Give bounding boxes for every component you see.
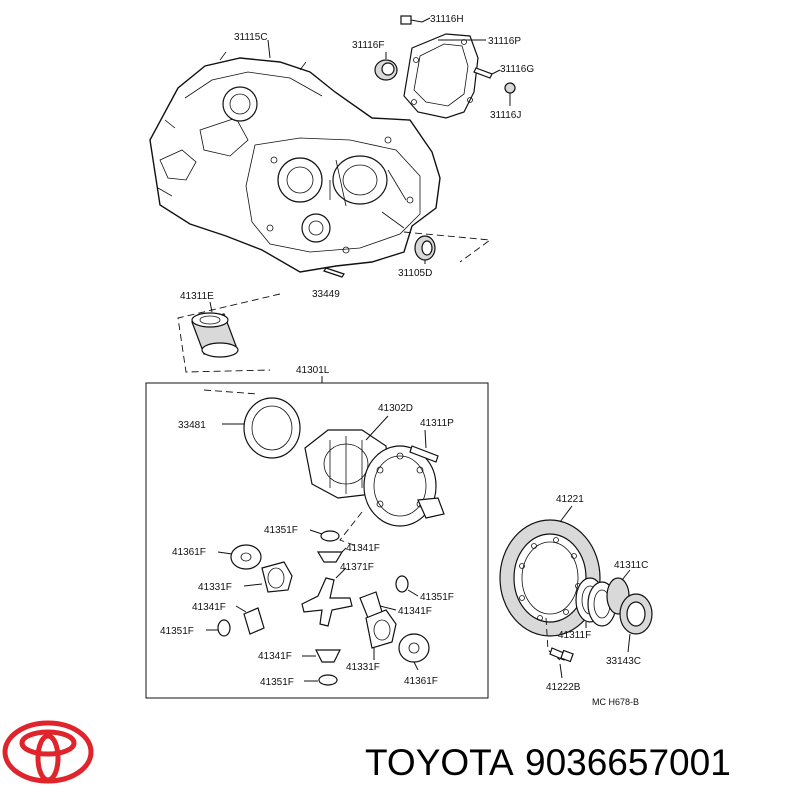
seal-31116f: [374, 52, 398, 81]
case-cover-31116p: [403, 33, 479, 119]
differential-assembly-frame: [145, 382, 489, 699]
label-41351f-bottom: 41351F: [260, 677, 294, 688]
label-41311c: 41311C: [614, 560, 648, 571]
label-31105d: 31105D: [398, 268, 432, 279]
oil-seal-31105d: [414, 235, 436, 264]
label-41371f: 41371F: [340, 562, 374, 573]
dashed-guide-31105d: [403, 231, 492, 263]
washer-41351f-top: [309, 529, 340, 542]
washer-41361f-right: [398, 633, 430, 671]
pinion-41341f-left: [235, 605, 265, 635]
brand-name: TOYOTA: [365, 742, 514, 783]
label-41351f-right: 41351F: [420, 592, 454, 603]
label-31115c: 31115C: [234, 32, 268, 43]
dashed-guide-case: [339, 511, 363, 549]
label-41341f-bottom: 41341F: [258, 651, 292, 662]
washer-41351f-left: [206, 619, 231, 637]
washer-41351f-bottom: [304, 674, 338, 686]
label-33449: 33449: [312, 289, 340, 300]
bearing-41311e: [191, 312, 239, 358]
side-gear-41331f-right: [365, 609, 397, 660]
transaxle-case-31115c: [149, 51, 441, 273]
label-41341f-right: 41341F: [398, 606, 432, 617]
dashed-guide-41311e: [177, 293, 281, 373]
part-labels: 31115C 31116H 31116F 31116P 31116G 31116…: [160, 14, 648, 707]
leader-41311e: [209, 301, 213, 313]
leader-31115c: [267, 39, 271, 59]
flange-41311p: [363, 429, 445, 527]
label-41351f-left: 41351F: [160, 626, 194, 637]
ring-33481: [222, 397, 301, 459]
label-33143c: 33143C: [606, 656, 641, 667]
label-41301l: 41301L: [296, 365, 330, 376]
bolt-31116h: [400, 15, 431, 25]
label-41331f-left: 41331F: [198, 582, 232, 593]
label-41341f-left: 41341F: [192, 602, 226, 613]
seal-33143c: [619, 593, 653, 653]
washer-41361f-left: [217, 544, 262, 570]
nut-31116j: [504, 82, 516, 106]
label-41221: 41221: [556, 494, 584, 505]
label-41222b: 41222B: [546, 682, 581, 693]
label-31116p: 31116P: [488, 36, 521, 47]
bolt-31116g: [473, 67, 501, 79]
label-41302d: 41302D: [378, 403, 413, 414]
label-41331f-right: 41331F: [346, 662, 380, 673]
toyota-logo: [2, 720, 94, 784]
label-41311e: 41311E: [180, 291, 214, 302]
pin-33449: [323, 267, 345, 278]
label-41361f-right: 41361F: [404, 676, 438, 687]
label-41361f-left: 41361F: [172, 547, 206, 558]
bolt-41222b: [549, 647, 574, 679]
label-31116f: 31116F: [352, 40, 384, 51]
label-41351f-top: 41351F: [264, 525, 298, 536]
label-41311p: 41311P: [420, 418, 454, 429]
label-31116j: 31116J: [490, 110, 521, 121]
label-41311f: 41311F: [558, 630, 591, 641]
pinion-shaft-41371f: [301, 567, 353, 627]
label-31116g: 31116G: [500, 64, 534, 75]
side-gear-41331f-left: [243, 561, 293, 593]
label-31116h: 31116H: [430, 14, 464, 25]
pinion-41341f-top: [316, 547, 347, 563]
ring-gear-41221: [499, 505, 601, 637]
label-41341f-top: 41341F: [346, 543, 380, 554]
label-33481: 33481: [178, 420, 206, 431]
part-number: 9036657001: [525, 742, 731, 783]
dashed-guide-33481: [203, 389, 259, 395]
pinion-41341f-bottom: [302, 649, 341, 663]
diagram-code: MC H678-B: [592, 697, 639, 707]
washer-41351f-right: [395, 575, 419, 597]
